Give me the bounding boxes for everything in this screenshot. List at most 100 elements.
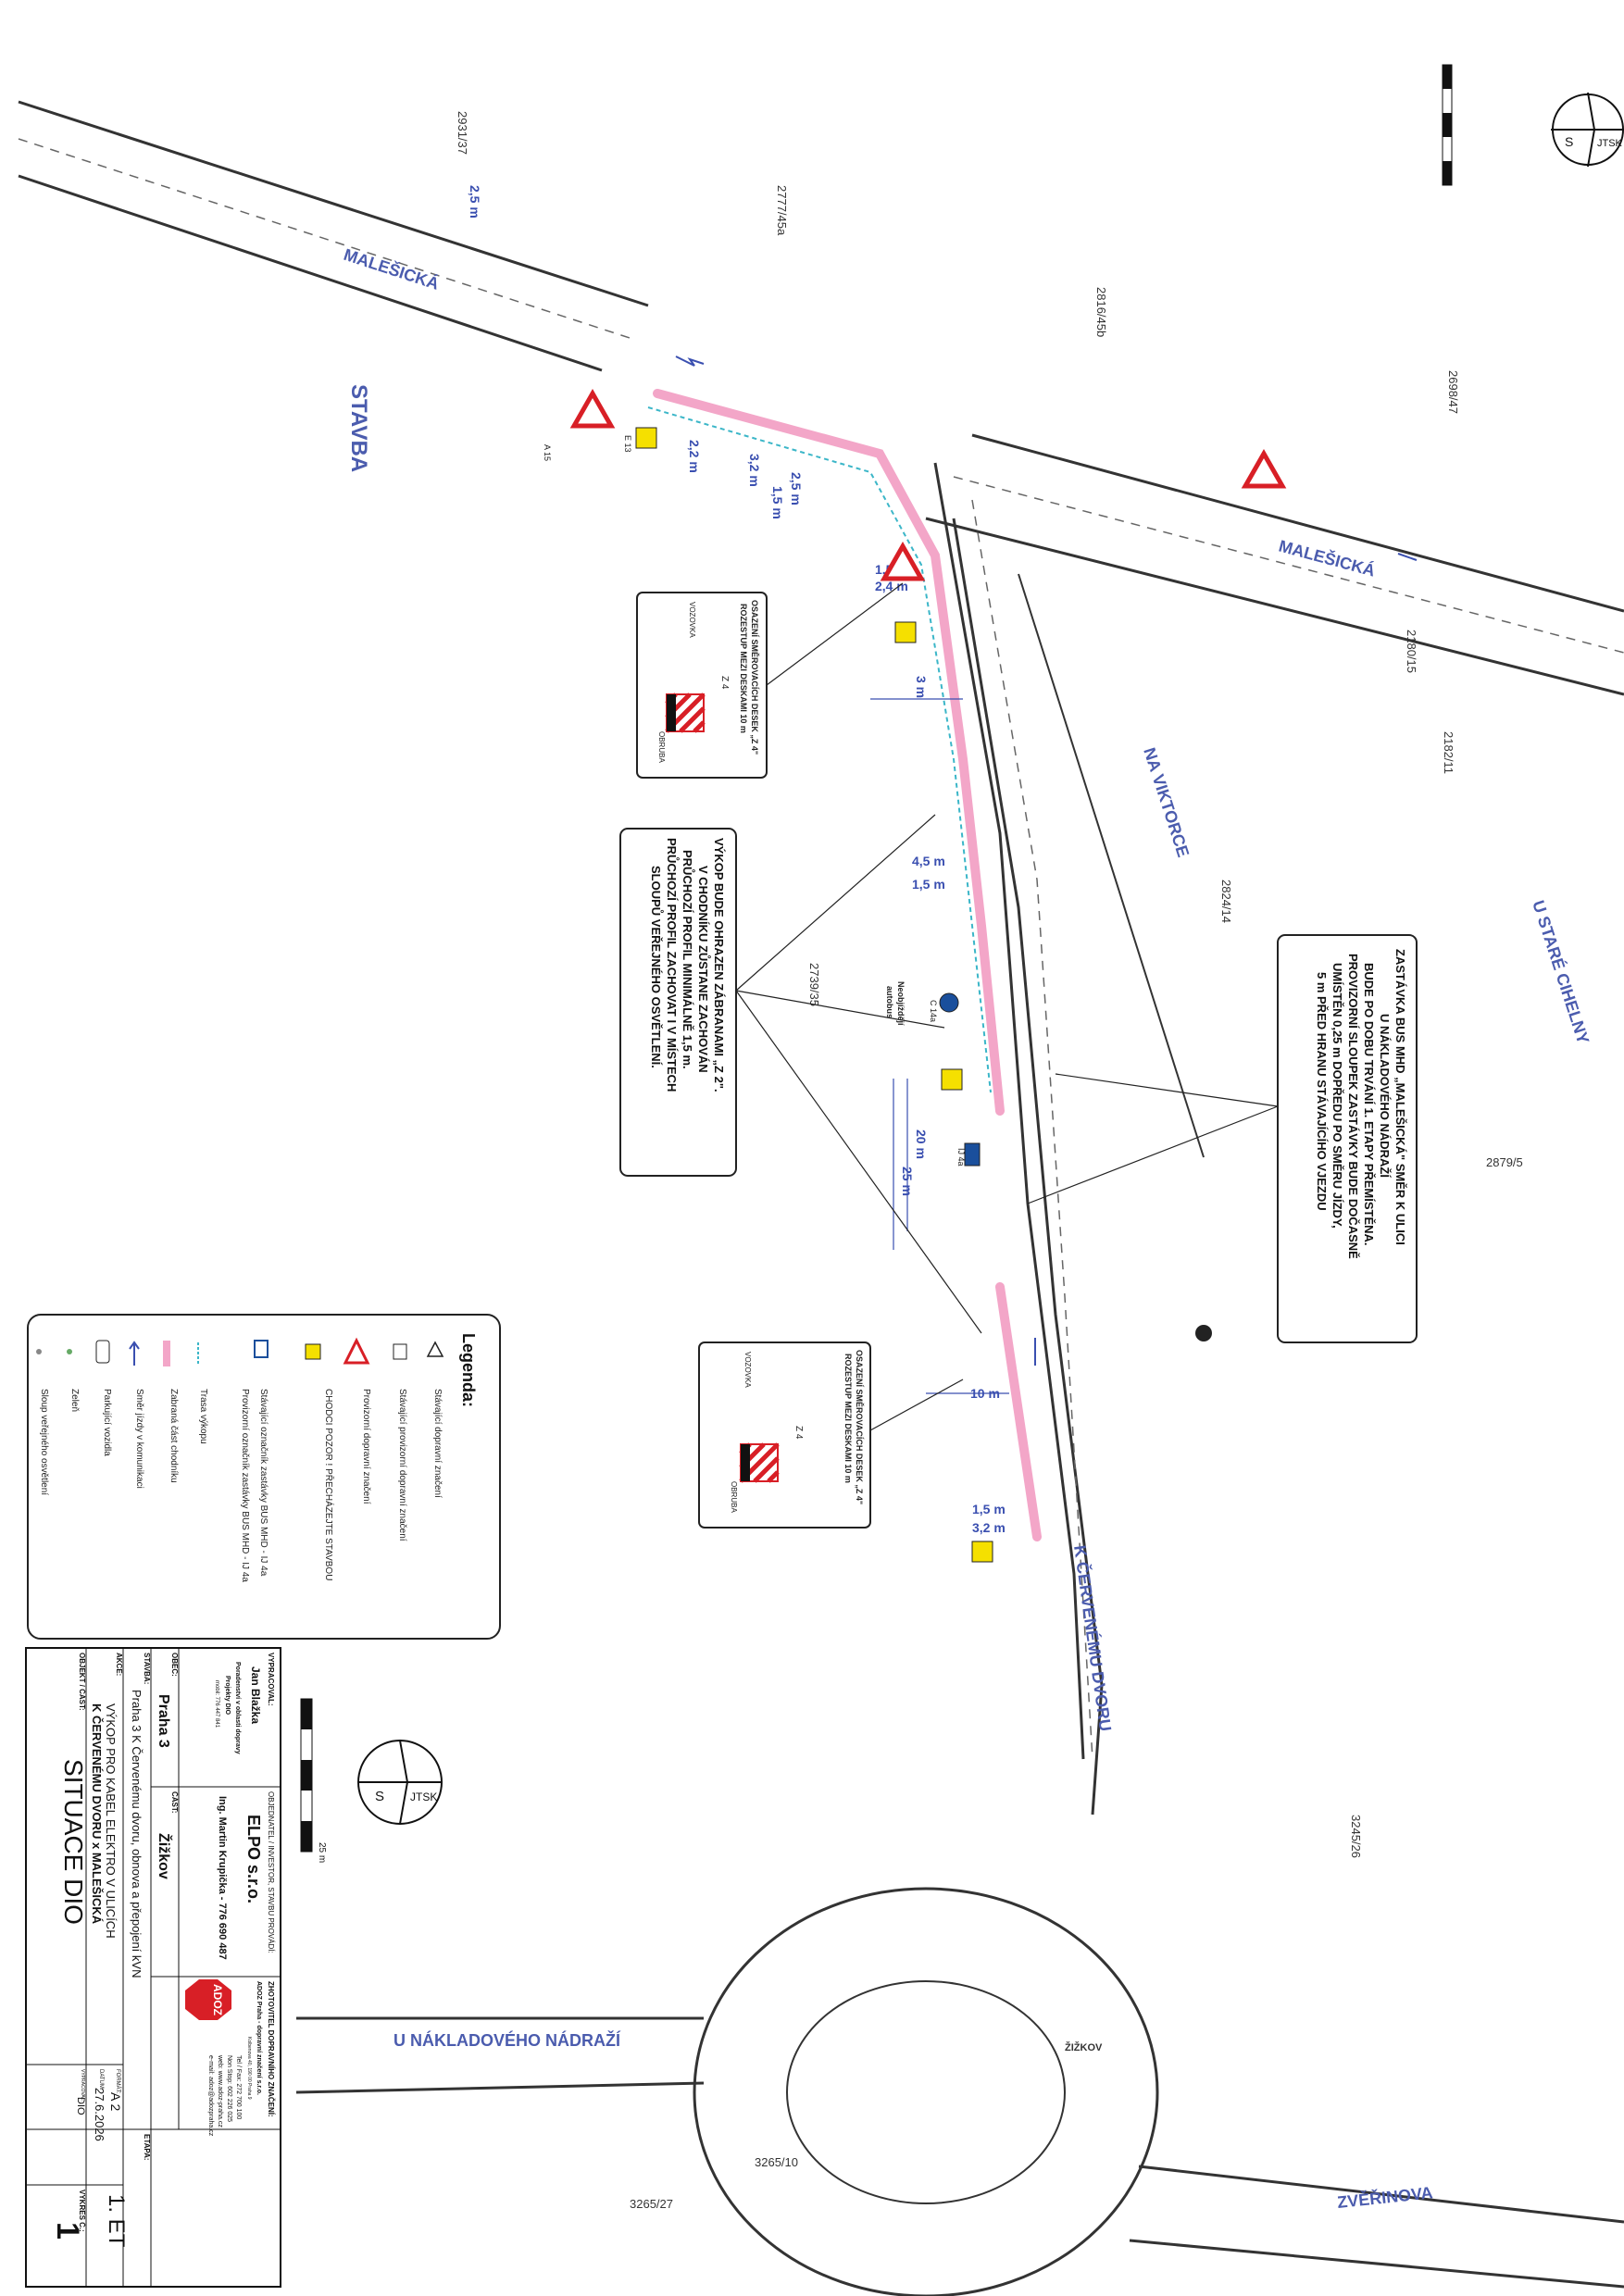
north-arrow-bottom: S JTSK [357,1740,443,1825]
tb-label: AKCE: [115,1653,123,1676]
legend-item: Parkující vozidla [102,1389,112,1456]
tb-label: VYPRACOVAL: [267,1653,275,1706]
direction-arrow-icon [1397,553,1418,561]
k-cervenemu-dvoru-edge-left [933,462,1085,1760]
street-label-u-nakladoveho-nadrazi: U NÁKLADOVÉHO NÁDRAŽÍ [394,2030,621,2050]
parcel-number: 2931/37 [456,111,469,155]
tb-stage: 1. ET [104,2194,129,2248]
no-entry-sign-icon [939,992,959,1013]
tb-date: 27.6.2026 [93,2088,106,2141]
tb-label: ČÁST: [170,1791,179,1814]
legend-item: Stávající označník zastávky BUS MHD - IJ… [258,1389,269,1577]
tb-label: VYPRACOVAL: [80,2069,85,2102]
bus-post-note: autobus [885,986,894,1018]
dimension-label: 3 m [914,676,929,698]
malesicka-road-edge-bottom [18,174,603,372]
bus-stop-note-line: 5 m PŘED HRANU STÁVAJÍCÍHO VJEZDU [1315,972,1329,1211]
legend-item: Trasa výkopu [198,1389,208,1444]
tb-client-contact: Ing. Martin Krupička - 776 690 487 [217,1796,228,1960]
excavation-note-line: V CHODNÍKU ZŮSTANE ZACHOVÁN [696,866,711,1073]
pedestrian-warning-sign-icon [971,1541,993,1563]
parcel-number: 3245/26 [1349,1815,1363,1858]
greenery-icon [67,1349,72,1354]
tb-contractor-tel: Tel / Fax: 272 700 100 [235,2055,242,2119]
tb-drawn-by: DIO [75,2097,86,2115]
pedestrian-warning-sign-icon [941,1068,963,1091]
tb-drawing-number: 1 [50,2222,85,2240]
north-arrow-jtsk: JTSK [1597,138,1623,149]
bus-stop-note-line: BUDE PO DOBU TRVÁNÍ 1. ETAPY PŘEMÍSTĚNA. [1362,963,1376,1246]
callout-lines [735,582,1279,1431]
dimension-label: 2,5 m [789,472,804,505]
legend-item: Provizorní označník zastávky BUS MHD - I… [240,1389,250,1582]
tb-author-phone: mobil: 776 447 841 [214,1680,219,1728]
detail-z4: Z 4 [793,1426,804,1440]
tb-contractor-addr: Kolbenova 40, 190 00 Praha 9 [246,2037,252,2100]
yellow-ped-sign-icon [305,1343,321,1360]
street-label-malesicka-right: MALEŠICKÁ [1277,536,1378,580]
dimension-label: 3,2 m [972,1520,1006,1535]
tb-format: A 2 [108,2092,123,2111]
tb-municipality: Praha 3 [156,1694,171,1748]
north-arrow-jtsk: JTSK [410,1791,437,1803]
tb-label: OBJEKT / ČÁST: [78,1653,86,1711]
parked-car-icon [95,1340,110,1364]
malesicka-right-edge-bottom [925,517,1624,696]
legend-title: Legenda: [459,1333,478,1407]
malesicka-road-edge-top [18,100,649,307]
roundabout [693,1887,1159,2296]
detail-z4: Z 4 [719,676,730,690]
tb-author-firm: Projekty DIO [224,1676,231,1716]
tb-label: OBEC: [170,1653,179,1677]
tb-object: SITUACE DIO [59,1759,88,1925]
legend-item: Provizorní dopravní značení [361,1389,371,1504]
bus-stop-note-line: UMÍSTĚN 0,25 m DOPŘEDU PO SMĚRU JÍZDY, [1330,963,1344,1229]
tb-author-role: Poradenství v oblasti dopravy [234,1662,241,1754]
k-cervenemu-dvoru-edge-right [952,518,1104,1816]
dimension-label: 2,2 m [687,440,702,473]
sign-code: A 15 [543,444,552,461]
street-label-na-viktorce: NA VIKTORCE [1140,745,1193,859]
tb-contractor-email: e-mail: adoz@adozpraha.cz [207,2055,214,2137]
sign-code: E 13 [623,435,632,453]
signs [569,388,1287,1563]
legend-item: Zabraná část chodníku [169,1389,179,1483]
tb-label: ZHOTOVITEL DOPRAVNÍHO ZNAČENÍ: [267,1981,275,2117]
warning-sign-icon [569,388,616,429]
centerlines [18,138,1624,1760]
na-viktorce-edge [1018,573,1205,1158]
existing-temp-sign-icon [393,1343,407,1360]
tb-construction: Praha 3 K Červenému dvoru, obnova a přep… [130,1690,144,1978]
malesicka-right-edge-top [971,433,1624,613]
parcel-number: 2698/47 [1446,370,1460,414]
excavation-note-line: PRŮCHOZÍ PROFIL ZACHOVAT I V MÍSTECH [665,838,680,1092]
parcel-number: 2777/45a [775,185,789,236]
title-block: VYPRACOVAL: Jan Blažka Poradenství v obl… [25,1647,281,2288]
dimension-label: 1,5 m [972,1502,1006,1516]
bus-stop-note-box: ZASTÁVKA BUS MHD „MALEŠICKÁ" SMĚR K ULIC… [1277,934,1418,1343]
direction-arrow-icon [129,1341,140,1366]
parcel-number: 2180/15 [1405,630,1418,673]
tb-contractor-nonstop: Non Stop: 602 226 025 [226,2055,232,2122]
detail-obruba: OBRUBA [730,1481,738,1513]
tb-author-name: Jan Blažka [249,1666,262,1724]
excavation-note-box: VÝKOP BUDE OHRAZEN ZÁBRANAMI „Z 2". V CH… [619,828,737,1177]
excavation-note-line: VÝKOP BUDE OHRAZEN ZÁBRANAMI „Z 2". [712,838,726,1092]
north-arrow-icon [358,1740,442,1825]
chevron-board-icon [665,693,706,733]
existing-sign-icon [426,1341,444,1357]
bus-stop-sign-icon [964,1142,981,1167]
scale-bar-bottom: 25 m [300,1698,327,1863]
tb-label: OBJEDNATEL / INVESTOR, STAVBU PROVÁDÍ: [267,1791,275,1953]
pedestrian-warning-sign-icon [894,621,917,643]
north-arrow-s: S [1565,134,1573,149]
legend-item: Zeleň [69,1389,80,1412]
parcel-number: 2739/35 [807,963,821,1006]
dimension-label: 1,5 m [912,877,945,892]
dimension-label: 3,2 m [747,454,762,487]
pedestrian-warning-sign-icon [635,427,657,449]
adoz-logo: ADOZ [185,1979,231,2020]
tb-label: STAVBA: [143,1653,151,1684]
excavation-note-line: SLOUPŮ VEŘEJNÉHO OSVĚTLENÍ. [649,866,664,1068]
detail-title: OSAZENÍ SMĚROVACÍCH DESEK „Z 4" [855,1350,865,1504]
